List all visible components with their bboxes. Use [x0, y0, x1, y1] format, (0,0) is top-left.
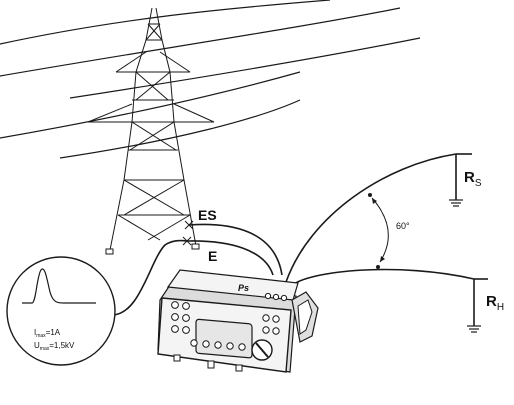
meter-button[interactable] — [238, 343, 246, 351]
meter-button[interactable] — [190, 339, 198, 347]
lead-rh — [290, 268, 475, 287]
lead-e — [186, 240, 274, 276]
meter-button[interactable] — [272, 327, 280, 335]
test-leads — [111, 153, 475, 316]
meter-button[interactable] — [171, 301, 179, 309]
label-es: ES — [198, 207, 217, 223]
impulse-waveform-icon — [6, 256, 116, 366]
earth-resistance-meter: Ps — [157, 269, 319, 373]
label-rs: RS — [464, 169, 482, 189]
lead-impulse — [111, 239, 188, 316]
meter-button[interactable] — [262, 326, 270, 334]
meter-button[interactable] — [182, 302, 190, 310]
power-line-1 — [0, 0, 331, 45]
ground-symbol-icon — [449, 199, 463, 207]
meter-button[interactable] — [226, 342, 234, 350]
power-line-2 — [0, 7, 401, 77]
angle-label: 60° — [396, 221, 410, 231]
imax-label: Imax=1A — [34, 328, 61, 339]
angle-arrow-bottom — [380, 256, 385, 262]
angle-arrow-top — [372, 198, 377, 204]
tower-foot-right — [191, 243, 200, 250]
transmission-tower — [87, 7, 215, 251]
power-line-5 — [59, 99, 301, 159]
lead-rs — [285, 153, 457, 283]
power-line-3 — [69, 37, 421, 99]
meter-button[interactable] — [202, 340, 210, 348]
terminal-socket — [272, 293, 280, 301]
electrode-rh — [473, 278, 488, 326]
umax-label: Umax=1,5kV — [34, 341, 75, 352]
meter-logo: Ps — [238, 283, 249, 293]
lead-rh-node — [376, 265, 380, 269]
terminal-socket — [264, 292, 272, 300]
meter-button[interactable] — [171, 325, 179, 333]
tower-foot-left — [105, 248, 114, 255]
meter-screen — [195, 318, 253, 359]
ground-symbol-icon — [467, 325, 481, 333]
angle-arc — [371, 197, 389, 263]
meter-button[interactable] — [182, 326, 190, 334]
meter-button[interactable] — [214, 341, 222, 349]
label-e: E — [208, 248, 217, 264]
meter-foot — [235, 364, 243, 372]
meter-button[interactable] — [182, 314, 190, 322]
meter-button[interactable] — [171, 313, 179, 321]
electrode-rs — [455, 153, 472, 200]
meter-foot — [173, 354, 181, 362]
power-line-4 — [0, 71, 301, 139]
meter-button[interactable] — [272, 315, 280, 323]
lead-rs-node — [368, 193, 372, 197]
power-lines — [0, 0, 421, 159]
terminal-socket — [280, 294, 288, 302]
label-rh: RH — [486, 293, 504, 313]
lead-es — [188, 223, 283, 276]
meter-foot — [207, 360, 215, 369]
meter-button[interactable] — [262, 314, 270, 322]
